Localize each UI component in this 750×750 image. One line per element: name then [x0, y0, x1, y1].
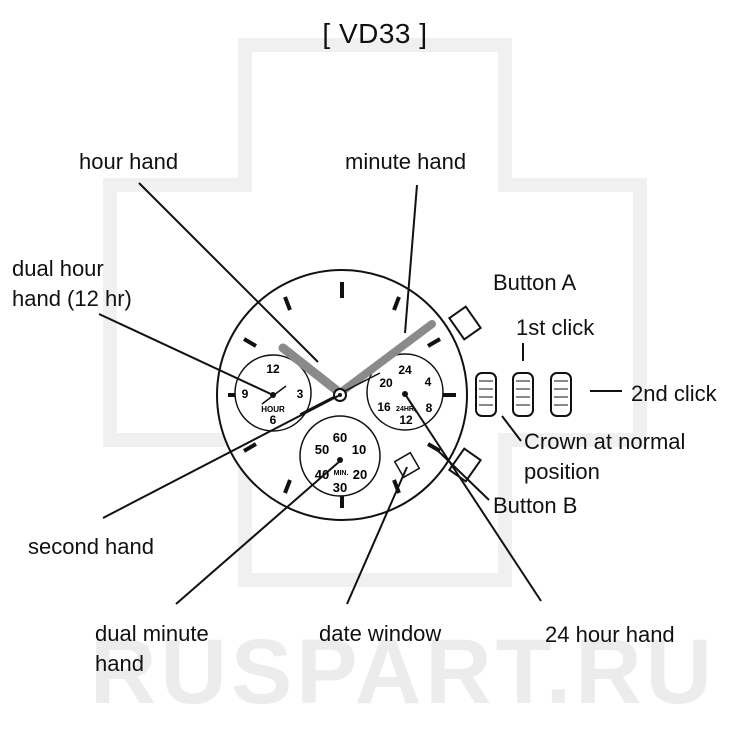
label-minute-hand: minute hand [345, 149, 467, 174]
bottom-subdial-50: 50 [315, 442, 329, 457]
left-subdial-3: 3 [297, 387, 304, 401]
right-subdial-caption: 24HR [396, 406, 414, 413]
minute-hand-shape [336, 320, 436, 397]
leader-minute-hand [404, 184, 418, 334]
label-dual-minute-hand-line1: dual minute [95, 621, 209, 646]
label-date-window: date window [319, 621, 442, 646]
label-button-b: Button B [493, 493, 578, 518]
leader-dual-hour-hand [98, 313, 274, 396]
left-subdial: 12 9 3 6 HOUR [234, 354, 312, 432]
left-subdial-caption: HOUR [261, 405, 285, 414]
leader-crown [501, 415, 522, 442]
right-subdial-4: 4 [425, 375, 432, 389]
label-crown-line1: Crown at normal [524, 429, 686, 454]
label-first-click: 1st click [516, 315, 595, 340]
bottom-subdial-20: 20 [353, 467, 367, 482]
crown-normal [475, 372, 497, 417]
left-subdial-6: 6 [270, 413, 277, 427]
diagram-title: [ VD33 ] [322, 18, 428, 49]
right-subdial-24: 24 [398, 363, 412, 377]
right-subdial-16: 16 [377, 400, 391, 414]
right-subdial-20: 20 [379, 376, 393, 390]
right-subdial-8: 8 [426, 401, 433, 415]
button-a-shape [447, 305, 483, 341]
bottom-subdial-40: 40 [315, 467, 329, 482]
bottom-subdial: 60 50 10 40 20 30 MIN. [299, 415, 381, 497]
bottom-subdial-60: 60 [333, 430, 347, 445]
leader-date-window [346, 466, 408, 605]
label-24-hour-hand: 24 hour hand [545, 622, 675, 647]
leader-dual-minute-hand [175, 460, 341, 605]
bottom-subdial-10: 10 [352, 442, 366, 457]
crown-second-click [550, 372, 572, 417]
leader-second-hand [102, 394, 341, 519]
left-subdial-12: 12 [266, 362, 280, 376]
crown-first-click [512, 372, 534, 417]
label-dual-minute-hand-line2: hand [95, 651, 144, 676]
label-dual-hour-hand-line1: dual hour [12, 256, 104, 281]
label-dual-hour-hand-line2: hand (12 hr) [12, 286, 132, 311]
watermark: RUSPART.RU [90, 621, 717, 723]
leader-button-b [431, 444, 490, 501]
label-second-hand: second hand [28, 534, 154, 559]
label-second-click: 2nd click [631, 381, 717, 406]
bottom-subdial-caption: MIN. [334, 470, 349, 477]
bottom-subdial-30: 30 [333, 480, 347, 495]
label-button-a: Button A [493, 270, 577, 295]
right-subdial-12: 12 [399, 413, 413, 427]
hour-hand-shape [278, 343, 345, 398]
leader-lines [98, 182, 622, 605]
watermark-cross [103, 38, 647, 587]
left-subdial-9: 9 [242, 387, 249, 401]
leader-hour-hand [138, 182, 319, 363]
leader-24-hour-hand [404, 393, 542, 602]
label-hour-hand: hour hand [79, 149, 179, 174]
label-crown-line2: position [524, 459, 600, 484]
date-window [393, 451, 421, 479]
